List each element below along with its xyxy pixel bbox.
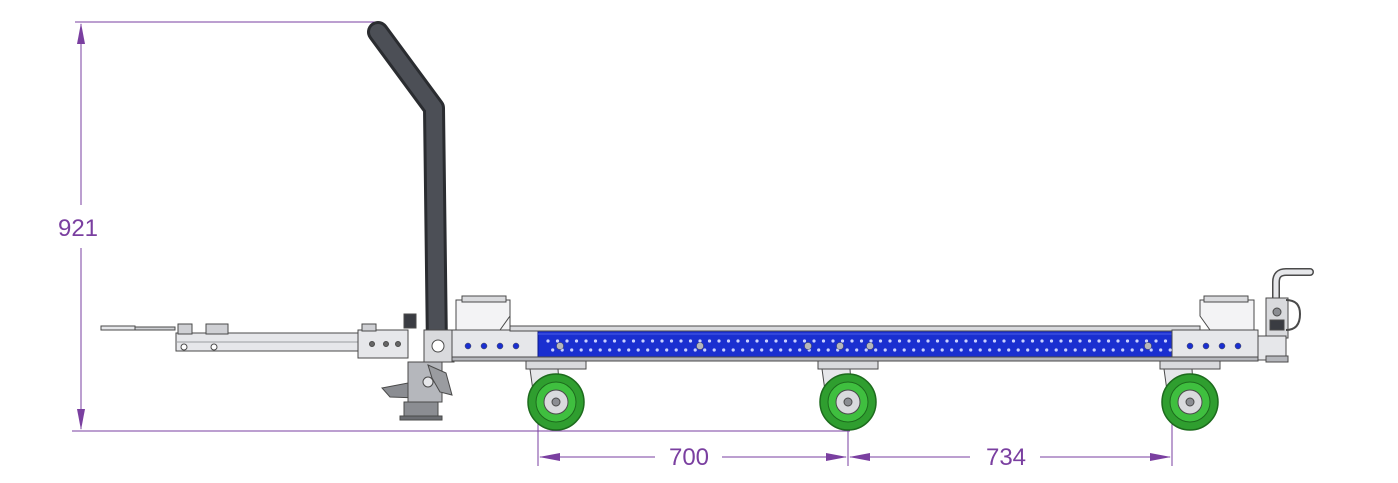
caster-wheel-left (525, 360, 587, 431)
frame-bottom-rail (451, 356, 1259, 362)
frame-end-right (1171, 329, 1259, 359)
rail-perforations (546, 339, 1172, 352)
end-block-holes (464, 342, 1242, 350)
tow-hook-body (1265, 297, 1289, 339)
cart-frame (451, 295, 1259, 362)
tow-hook-handle (1272, 268, 1314, 304)
wheel-spacing-right-label: 734 (986, 444, 1026, 471)
dim-734-arrow-right (1150, 453, 1171, 461)
caster-wheel-right (1159, 360, 1221, 431)
dim-734-arrow-left (849, 453, 870, 461)
height-dimension (72, 21, 850, 432)
tow-bar (100, 313, 417, 359)
push-handle (367, 21, 455, 363)
height-dimension-label: 921 (58, 215, 98, 242)
caster-wheels (525, 360, 1221, 431)
height-arrow-bottom (77, 409, 85, 430)
tow-bar-bracket-2 (205, 323, 229, 335)
tow-bar-tip (100, 325, 136, 331)
dim-700-arrow-right (826, 453, 847, 461)
dim-700-arrow-left (539, 453, 560, 461)
height-arrow-top (77, 23, 85, 44)
wheel-spacing-left-label: 700 (669, 444, 709, 471)
tow-bar-bracket-1 (177, 323, 193, 335)
frame-end-left (451, 329, 539, 359)
tow-bar-rod (134, 326, 176, 331)
wheel-spacing-right-dimension (849, 422, 1173, 466)
frame-top-rail (509, 325, 1201, 332)
floor-lock-lever (427, 364, 453, 396)
floor-lock (381, 361, 453, 421)
frame-blue-rail (537, 329, 1173, 359)
tow-hook (1257, 268, 1314, 363)
tow-bar-knob (403, 313, 417, 329)
caster-wheel-middle (817, 360, 879, 431)
